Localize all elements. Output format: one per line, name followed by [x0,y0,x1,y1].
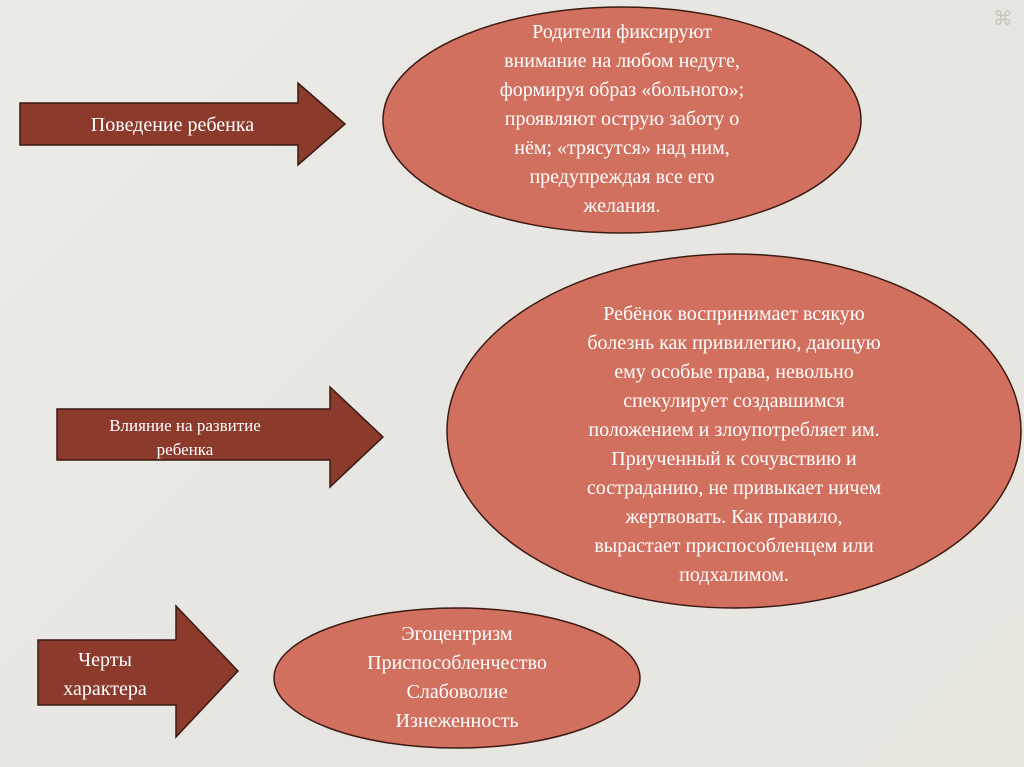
ellipse-text-traits: Эгоцентризм Приспособленчество Слабоволи… [307,620,607,736]
text-line: вырастает приспособленцем или [594,535,874,557]
text-line: положением и злоупотребляет им. [588,419,880,441]
ellipse-traits [273,607,641,749]
text-line: желания. [583,195,661,217]
text-line: Родители фиксируют [532,21,712,43]
text-line: подхалимом. [679,564,789,586]
text-line: Слабоволие [406,681,508,703]
arrow-traits [37,604,240,739]
arrow-influence [56,385,385,489]
text-line: Приученный к сочувствию и [611,448,857,470]
ellipse-child [446,253,1022,609]
text-line: проявляют острую заботу о [504,108,740,130]
text-line: Ребёнок воспринимает всякую [603,303,865,325]
text-line: формируя образ «больного»; [499,79,745,101]
text-line: Эгоцентризм [401,623,513,645]
arrow-label-behavior: Поведение ребенка [90,114,255,136]
text-line: Приспособленчество [367,652,547,674]
arrow-label-traits: Черты характера [63,649,147,700]
text-line: состраданию, не привыкает ничем [586,477,882,499]
ellipse-text-child: Ребёнок воспринимает всякую болезнь как … [484,300,984,590]
text-line: ему особые права, невольно [614,361,854,383]
text-line: Изнеженность [395,710,519,732]
arrow-label-influence: Влияние на развитие ребенка [109,416,261,459]
ellipse-parents [382,6,862,234]
text-line: внимание на любом недуге, [504,50,740,72]
text-line: нём; «трясутся» над ним, [514,137,730,159]
ellipse-text-parents: Родители фиксируют внимание на любом нед… [422,18,822,221]
text-line: жертвовать. Как правило, [625,506,843,528]
text-line: спекулирует создавшимся [623,390,845,412]
text-line: болезнь как привилегию, дающую [587,332,881,354]
text-line: предупреждая все его [529,166,715,188]
arrow-behavior [19,81,347,167]
command-icon: ⌘ [993,8,1013,30]
